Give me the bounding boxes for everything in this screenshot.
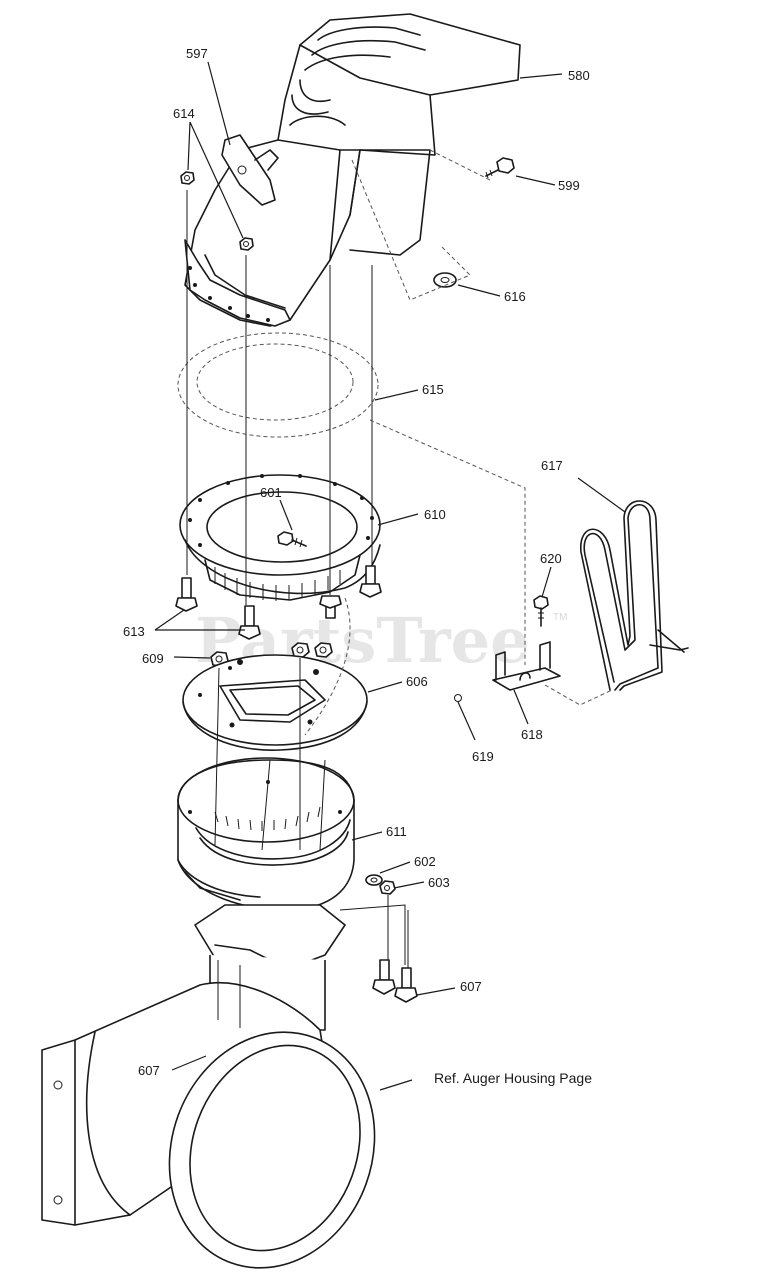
callout-610: 610 (424, 507, 446, 522)
callout-606: 606 (406, 674, 428, 689)
callout-607-left: 607 (138, 1063, 160, 1078)
bolt-613-b[interactable] (238, 605, 261, 640)
bolt-599[interactable] (485, 157, 515, 179)
nut-614-b[interactable] (239, 237, 254, 251)
callout-620: 620 (540, 551, 562, 566)
callout-609: 609 (142, 651, 164, 666)
upper-chute[interactable] (184, 13, 521, 327)
bolt-607-a[interactable] (372, 959, 396, 995)
callout-599: 599 (558, 178, 580, 193)
callout-601: 601 (260, 485, 282, 500)
bolt-613-a[interactable] (175, 577, 198, 612)
nut-614-a[interactable] (180, 171, 195, 185)
nut-609-b[interactable] (291, 642, 310, 658)
callout-597: 597 (186, 46, 208, 61)
auger-housing-outlet[interactable] (41, 955, 407, 1280)
callout-615: 615 (422, 382, 444, 397)
callout-607-right: 607 (460, 979, 482, 994)
callout-616: 616 (504, 289, 526, 304)
screw-601[interactable] (277, 531, 307, 548)
bolt-607-b[interactable] (394, 967, 418, 1003)
callout-611: 611 (386, 824, 407, 839)
callout-602: 602 (414, 854, 436, 869)
washer-602[interactable] (365, 874, 383, 886)
callout-614: 614 (173, 106, 195, 121)
bolt-613-d[interactable] (359, 565, 382, 598)
bracket-618[interactable] (492, 641, 561, 691)
nut-603[interactable] (379, 880, 396, 895)
clip-619[interactable] (454, 694, 462, 702)
assembly-lines (186, 149, 613, 1028)
bolt-613-c[interactable] (319, 595, 342, 619)
callout-618: 618 (521, 727, 543, 742)
callout-580: 580 (568, 68, 590, 83)
bearing-plate-606[interactable] (182, 654, 368, 751)
leader-lines (154, 61, 626, 1091)
gasket-615[interactable] (177, 332, 379, 438)
handle-plate[interactable] (221, 134, 279, 206)
rotation-rod-617[interactable] (580, 500, 689, 691)
callout-613: 613 (123, 624, 145, 639)
nut-609-c[interactable] (314, 642, 333, 658)
ring-gear-611[interactable] (177, 757, 355, 911)
callout-619: 619 (472, 749, 494, 764)
callout-603: 603 (428, 875, 450, 890)
watermark-tm: TM (553, 612, 567, 623)
reference-note: Ref. Auger Housing Page (434, 1070, 592, 1086)
washer-616[interactable] (433, 272, 457, 288)
callout-labels: 580 597 614 599 616 615 617 601 610 620 … (123, 46, 592, 1086)
callout-617: 617 (541, 458, 563, 473)
screw-620[interactable] (533, 595, 549, 627)
